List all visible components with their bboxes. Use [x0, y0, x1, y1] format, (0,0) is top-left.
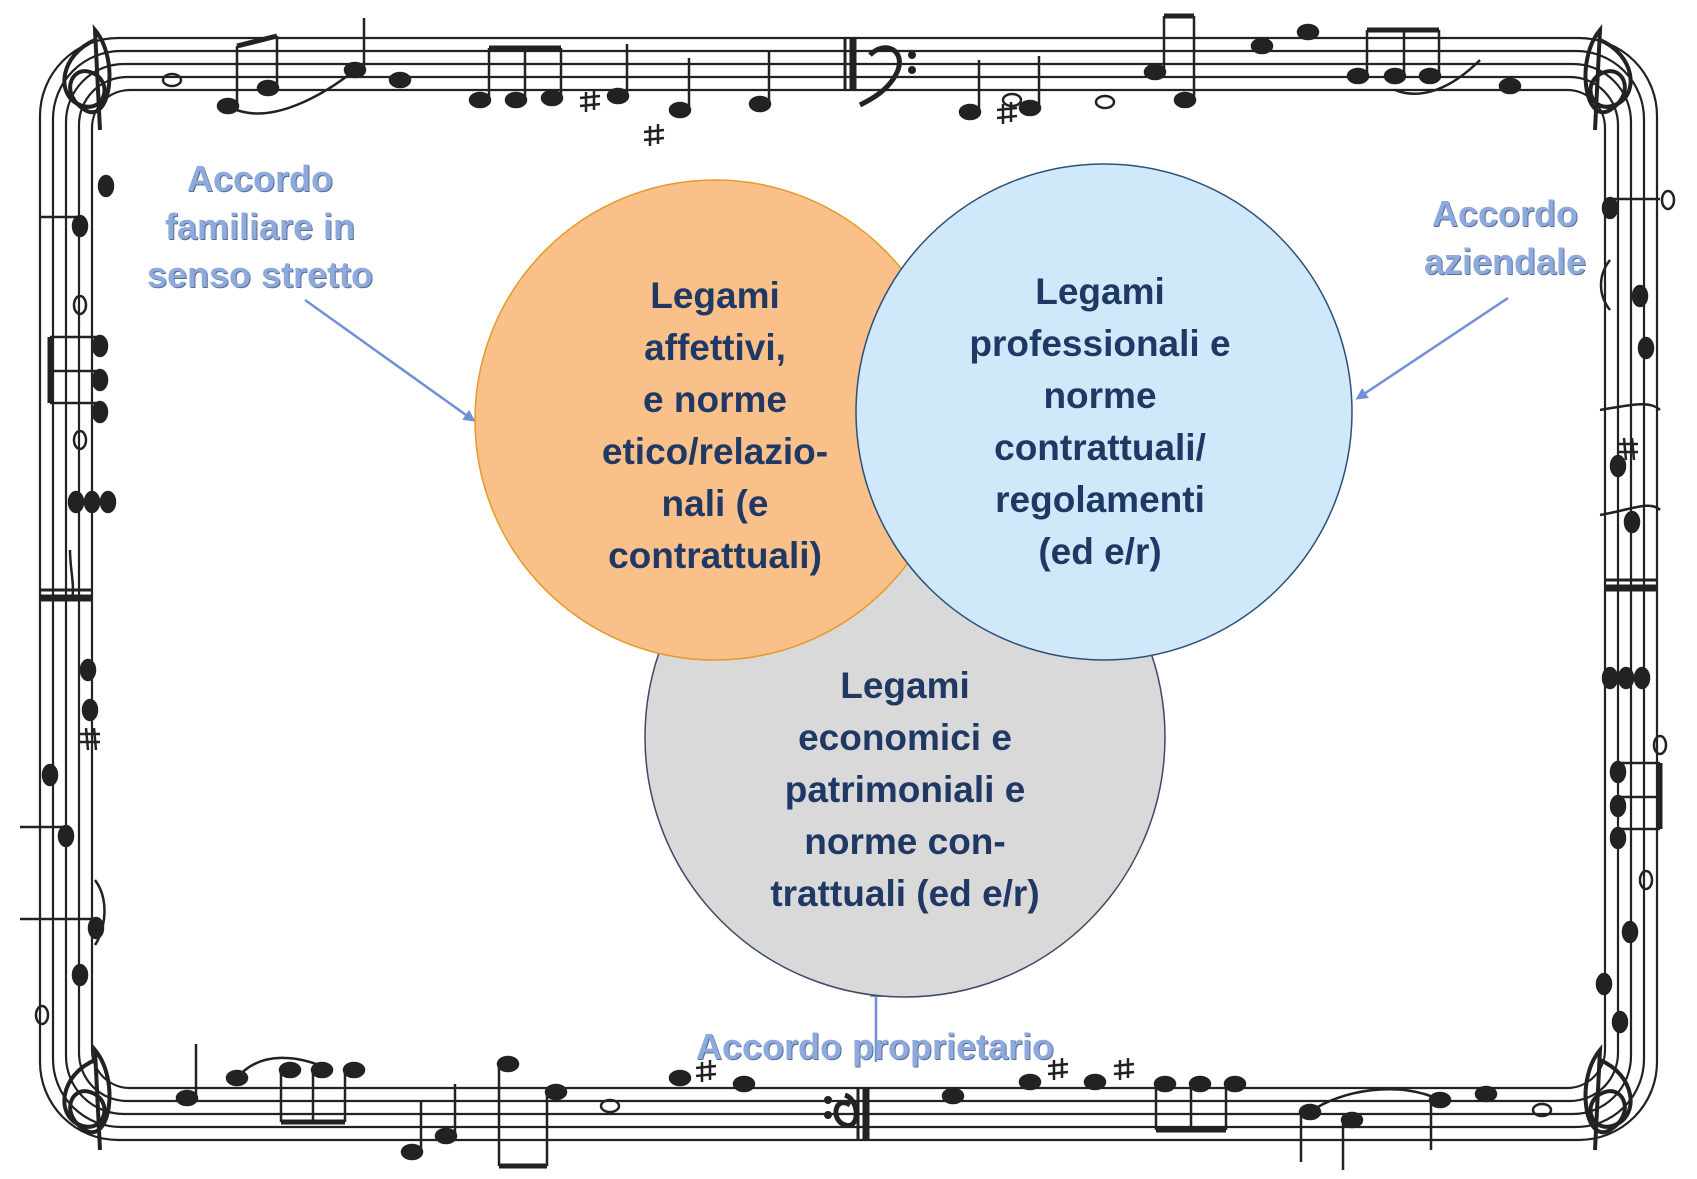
music-notes-bottom	[175, 1044, 1498, 1170]
callout-aziendale: Accordo aziendale	[1423, 193, 1587, 282]
open-notes-left	[34, 294, 106, 1026]
callout-familiare: Accordo familiare in senso stretto	[146, 158, 374, 295]
arrow-aziendale	[1355, 296, 1509, 400]
treble-clef-icons	[62, 24, 1633, 1151]
open-notes-bottom	[236, 1056, 1553, 1118]
music-notes-top	[216, 13, 1522, 121]
music-notes-left	[20, 174, 117, 987]
circle-affettivi-text: Legami affettivi, e norme etico/relazio-…	[601, 275, 829, 576]
sharp-signs	[80, 90, 1638, 1082]
bass-clef-icons	[833, 45, 902, 1128]
circle-economici-text: Legami economici e patrimoniali e norme …	[770, 665, 1040, 914]
circle-professionali-text: Legami professionali e norme contrattual…	[969, 271, 1231, 572]
arrow-familiare	[304, 298, 476, 422]
open-notes-right	[1599, 189, 1676, 891]
callout-proprietario: Accordo proprietario	[695, 1026, 1055, 1067]
bass-clef-dots	[824, 51, 916, 1119]
circle-professionali	[855, 163, 1353, 661]
open-notes-top	[161, 59, 1481, 115]
callout-arrows	[304, 296, 1509, 1062]
music-notes-right	[1595, 196, 1663, 1034]
bar-lines	[40, 38, 1657, 1140]
